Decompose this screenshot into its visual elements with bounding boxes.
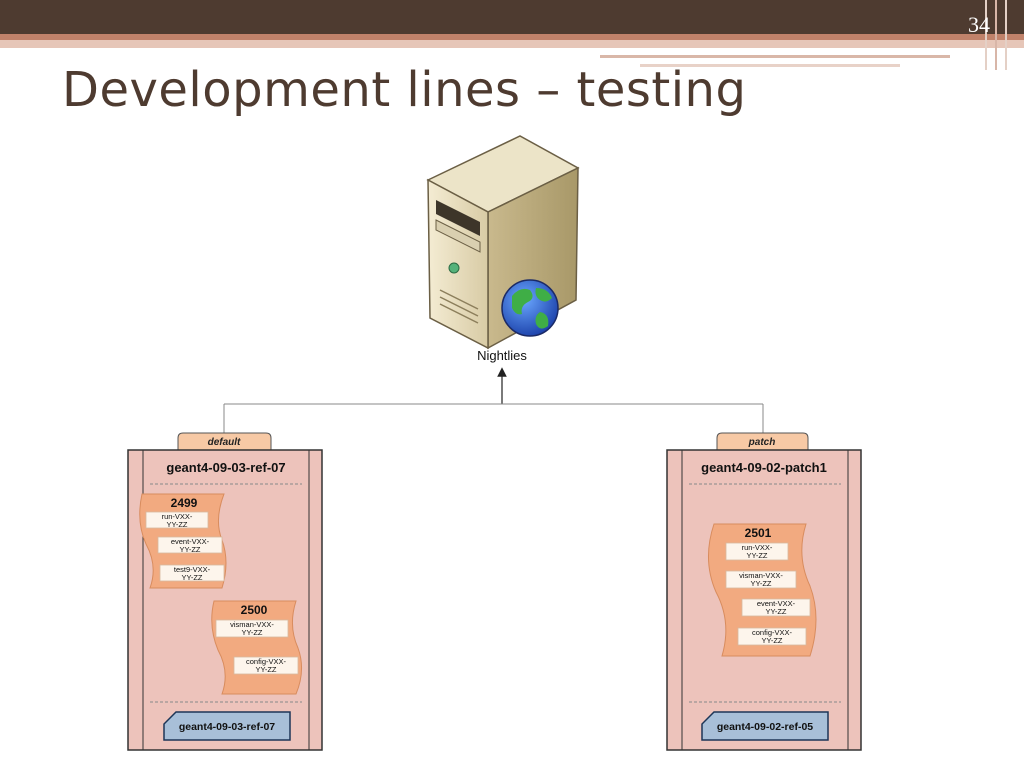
slide-number: 34 xyxy=(968,12,990,37)
tag-box[interactable] xyxy=(157,536,223,554)
header-bar xyxy=(0,0,1024,34)
tag-line: event-VXX- xyxy=(171,537,210,546)
header-stripe xyxy=(640,64,900,67)
branch-tab[interactable] xyxy=(177,432,272,451)
slide-title: Development lines – testing xyxy=(62,62,747,118)
branch-panel-patch: patch geant4-09-02-patch1 2501 run-VXX- … xyxy=(666,432,862,751)
tag-line: YY-ZZ xyxy=(751,579,772,588)
tag-line: YY-ZZ xyxy=(747,551,768,560)
ref-box[interactable] xyxy=(163,711,291,741)
header-divider xyxy=(1005,0,1007,70)
tag-line: config-VXX- xyxy=(752,628,793,637)
tag-box[interactable] xyxy=(145,511,209,529)
server-globe-icon xyxy=(426,135,580,350)
ref-box[interactable] xyxy=(701,711,829,741)
server-label: Nightlies xyxy=(477,348,527,363)
tag-line: visman-VXX- xyxy=(230,620,274,629)
tag-box[interactable] xyxy=(215,619,289,638)
tag-line: YY-ZZ xyxy=(167,520,188,529)
tag-line: YY-ZZ xyxy=(766,607,787,616)
tag-line: YY-ZZ xyxy=(182,573,203,582)
branch-panel-default: default geant4-09-03-ref-07 2499 run-VXX… xyxy=(127,432,323,751)
tag-box[interactable] xyxy=(741,598,811,617)
connector-lines xyxy=(223,367,764,434)
tag-box[interactable] xyxy=(725,542,789,561)
ref-label: geant4-09-02-ref-05 xyxy=(717,721,813,733)
header-accent-band xyxy=(0,34,1024,40)
header-stripe xyxy=(600,55,950,58)
tag-box[interactable] xyxy=(725,570,797,589)
header-divider xyxy=(985,0,987,70)
tag-box[interactable] xyxy=(159,564,225,582)
tag-line: test9-VXX- xyxy=(174,565,211,574)
branch-tab-label: default xyxy=(208,437,241,448)
tag-line: visman-VXX- xyxy=(739,571,783,580)
tag-line: run-VXX- xyxy=(742,543,773,552)
tag-box[interactable] xyxy=(233,656,299,675)
ref-label: geant4-09-03-ref-07 xyxy=(179,721,275,733)
tag-line: YY-ZZ xyxy=(762,636,783,645)
header-divider xyxy=(995,0,997,70)
group-id: 2500 xyxy=(241,603,268,617)
group-id: 2501 xyxy=(745,526,772,540)
tag-line: run-VXX- xyxy=(162,512,193,521)
tag-line: event-VXX- xyxy=(757,599,796,608)
branch-name: geant4-09-02-patch1 xyxy=(701,460,827,475)
branch-tab-label: patch xyxy=(748,437,776,448)
group-id: 2499 xyxy=(171,496,198,510)
tag-line: YY-ZZ xyxy=(256,665,277,674)
tag-line: YY-ZZ xyxy=(242,628,263,637)
tag-line: YY-ZZ xyxy=(180,545,201,554)
tag-box[interactable] xyxy=(737,627,807,646)
tag-line: config-VXX- xyxy=(246,657,287,666)
branch-tab[interactable] xyxy=(716,432,809,451)
header-light-band xyxy=(0,40,1024,48)
branch-name: geant4-09-03-ref-07 xyxy=(166,460,285,475)
